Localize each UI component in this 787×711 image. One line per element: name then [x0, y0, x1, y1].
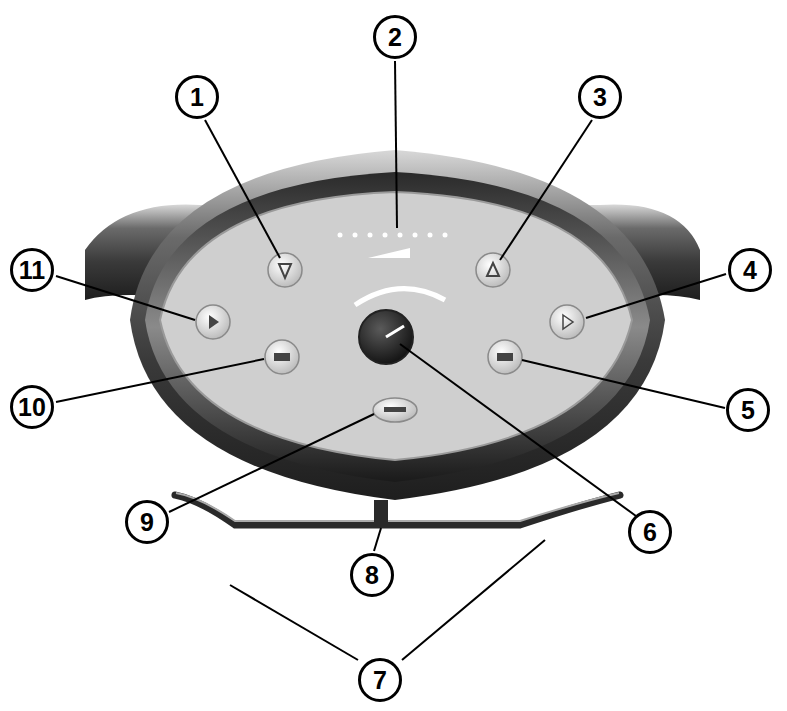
button-symbols — [209, 263, 573, 412]
panel-buttons — [196, 253, 584, 422]
callout-number: 11 — [10, 248, 54, 292]
callout-number: 2 — [373, 15, 417, 59]
leader-lines — [56, 61, 726, 660]
callout-number: 9 — [125, 500, 169, 544]
callout-number: 7 — [358, 658, 402, 702]
callout-number: 4 — [728, 248, 772, 292]
callout-number: 1 — [175, 75, 219, 119]
control-face — [160, 192, 632, 460]
knob-scale — [355, 289, 445, 305]
callout-number: 3 — [578, 75, 622, 119]
handle-highlight — [176, 493, 619, 521]
callout-number: 6 — [628, 510, 672, 554]
handle-stem — [374, 500, 388, 524]
control-knob — [359, 310, 413, 364]
callout-number: 5 — [726, 388, 770, 432]
callout-number: 8 — [350, 553, 394, 597]
knob-pointer — [386, 326, 404, 337]
callout-number: 10 — [10, 385, 54, 429]
display-leds — [338, 233, 448, 259]
